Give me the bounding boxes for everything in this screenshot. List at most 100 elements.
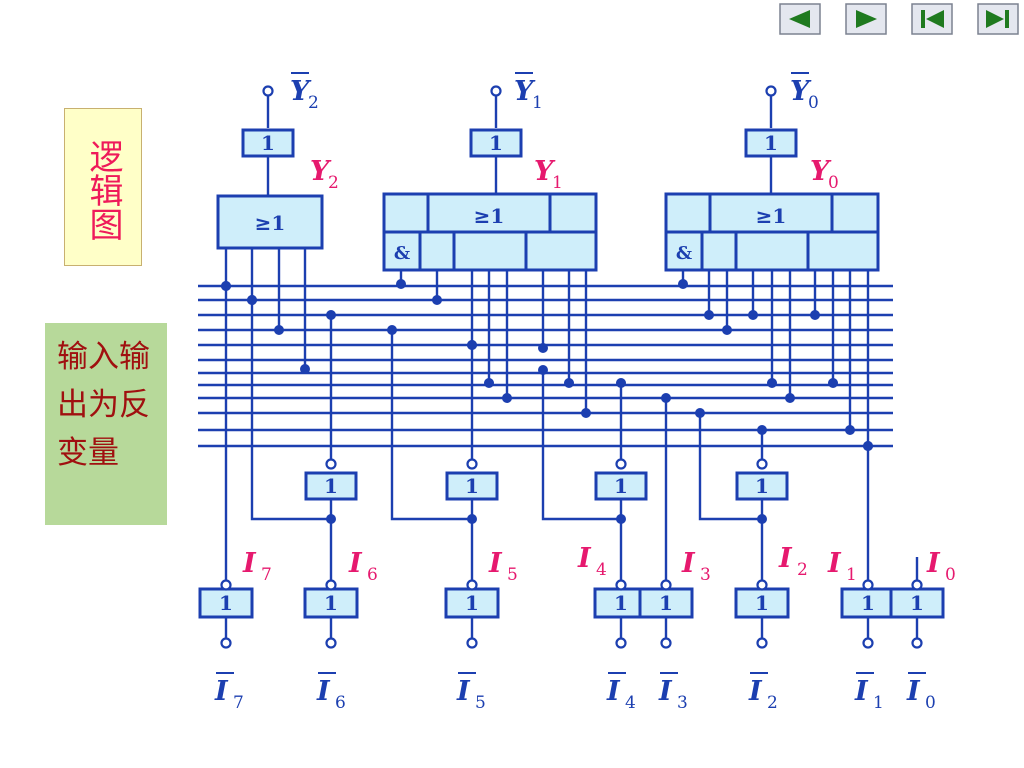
output-bar-label-Y0: Y0 [790, 72, 819, 113]
not-gate-body [638, 587, 694, 619]
junction-dot [274, 325, 284, 335]
inversion-bubble [660, 637, 672, 649]
signal-main: I [214, 676, 229, 707]
i6-left-branch [250, 300, 331, 521]
junction-dot [785, 393, 795, 403]
and-or-gate-y1: ≥1& [382, 192, 598, 272]
not-gate-label: 1 [614, 474, 628, 498]
signal-sub: 2 [308, 93, 319, 113]
skip-arrow [986, 10, 1004, 28]
inversion-bubble [262, 85, 274, 97]
output-bar-label-Y2: Y2 [290, 72, 319, 113]
first-button[interactable] [911, 3, 953, 35]
junction-dot [845, 425, 855, 435]
signal-sub: 1 [552, 173, 563, 193]
inversion-bubble [325, 637, 337, 649]
signal-sub: 2 [797, 560, 808, 580]
not-gate-body [303, 587, 359, 619]
signal-sub: 5 [475, 693, 486, 713]
signal-main: I [348, 548, 363, 579]
junction-dot [695, 408, 705, 418]
signal-sub: 0 [945, 565, 956, 585]
output-label-Y1: Y1 [534, 156, 563, 193]
last-button[interactable] [977, 3, 1019, 35]
not-gate-label: 1 [755, 591, 769, 615]
output-bar-label-Y1: Y1 [514, 72, 543, 113]
triangle-left-icon [789, 10, 810, 28]
junction-dot [661, 393, 671, 403]
junction-dot [387, 325, 397, 335]
not-gate-label: 1 [465, 591, 479, 615]
and-or-gate-y0: ≥1& [664, 192, 880, 272]
not-gate-label: 1 [261, 131, 275, 155]
nav-button-frame [779, 3, 821, 35]
signal-sub: 5 [507, 565, 518, 585]
signal-main: I [854, 676, 869, 707]
junction-dot [538, 365, 548, 375]
inversion-bubble [466, 458, 478, 470]
signal-sub: 2 [328, 173, 339, 193]
not-gate-label: 1 [489, 131, 503, 155]
not-gate-label: 1 [219, 591, 233, 615]
inversion-bubble [660, 579, 672, 591]
mid-not-gate: 1 [594, 471, 648, 501]
and-gate-label: & [394, 243, 410, 264]
not-gate-body [594, 471, 648, 501]
input-not-gate: 1 [444, 587, 500, 619]
junction-dot [326, 310, 336, 320]
inversion-bubble [756, 458, 768, 470]
next-button[interactable] [845, 3, 887, 35]
signal-sub: 0 [808, 93, 819, 113]
junction-dot [828, 378, 838, 388]
inversion-bubble [911, 637, 923, 649]
logic-diagram-title: 逻辑图 [83, 139, 123, 241]
not-gate-label: 1 [614, 591, 628, 615]
inversion-bubble [220, 579, 232, 591]
not-gate-label: 1 [324, 591, 338, 615]
junction-dot [300, 364, 310, 374]
junction-dot [748, 310, 758, 320]
signal-main: Y [310, 156, 332, 187]
signal-sub: 1 [532, 93, 543, 113]
junction-dot [247, 295, 257, 305]
mid-not-gate: 1 [445, 471, 499, 501]
not-gate-label: 1 [324, 474, 338, 498]
signal-main: I [658, 676, 673, 707]
input-not-gate: 1 [889, 587, 945, 619]
or-gate-label: ≥1 [255, 211, 286, 235]
inversion-bubble [615, 637, 627, 649]
output-label-Y2: Y2 [310, 156, 339, 193]
signal-sub: 6 [335, 693, 346, 713]
inversion-bubble [615, 458, 627, 470]
junction-dot [581, 408, 591, 418]
inversion-bubble [862, 579, 874, 591]
triangle-right-icon [856, 10, 877, 28]
prev-button[interactable] [779, 3, 821, 35]
or-gate-body [216, 194, 324, 250]
signal-main: I [456, 676, 471, 707]
signal-sub: 7 [261, 565, 272, 585]
signal-main: I [926, 548, 941, 579]
inversion-bubble [765, 85, 777, 97]
junction-dot [484, 378, 494, 388]
signal-main: I [778, 543, 793, 574]
junction-dot [396, 279, 406, 289]
not-gate-label: 1 [861, 591, 875, 615]
not-gate-label: 1 [755, 474, 769, 498]
junction-dot [722, 325, 732, 335]
signal-main: I [316, 676, 331, 707]
signal-sub: 3 [700, 565, 711, 585]
wires [198, 96, 919, 638]
output-not-gate: 1 [469, 128, 523, 158]
input-not-gate: 1 [593, 587, 649, 619]
signal-main: Y [290, 76, 312, 107]
i5-left-branch [390, 330, 472, 521]
signal-sub: 0 [925, 693, 936, 713]
logic-diagram-label: 逻辑图 [64, 108, 142, 266]
